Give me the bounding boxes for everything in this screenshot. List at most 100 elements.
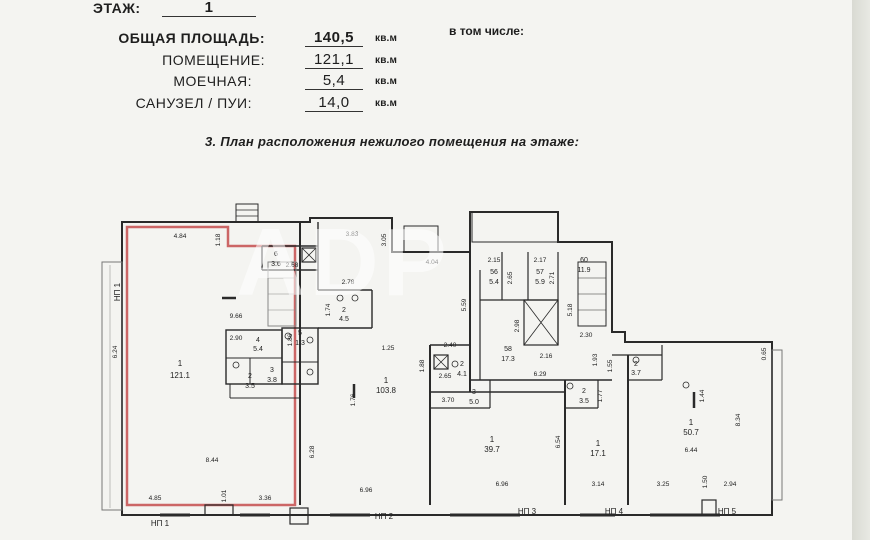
room-14-id: 2 bbox=[582, 388, 586, 395]
room-9-id: 5 bbox=[298, 330, 302, 337]
room-3-id: 1 bbox=[490, 435, 495, 444]
dimension-label: 1.50 bbox=[702, 475, 709, 488]
dimension-label: 6.24 bbox=[112, 345, 119, 358]
dimension-label: 2.16 bbox=[540, 353, 553, 360]
room-16-area: 5.4 bbox=[489, 279, 499, 286]
dimension-label: 1.25 bbox=[382, 345, 395, 352]
wc-area-value: 14,0 bbox=[318, 94, 350, 111]
room-5-area: 50.7 bbox=[683, 428, 699, 437]
zone-label-np1-side: НП 1 bbox=[113, 282, 122, 301]
plan-walls bbox=[101, 203, 783, 525]
room-18-area: 17.3 bbox=[501, 356, 515, 363]
dimension-label: 1.01 bbox=[221, 489, 228, 502]
dimension-label: 3.83 bbox=[346, 231, 359, 238]
room-19-area: 11.9 bbox=[577, 267, 590, 274]
room-16-id: 56 bbox=[490, 269, 498, 276]
room-17-area: 5.9 bbox=[535, 279, 545, 286]
page-edge bbox=[852, 0, 870, 540]
dimension-label: 2.30 bbox=[580, 332, 593, 339]
dimension-label: 3.70 bbox=[442, 397, 455, 404]
dimension-label: 0.65 bbox=[761, 347, 768, 360]
room-10-id: 6 bbox=[274, 251, 278, 258]
dimension-label: 5.18 bbox=[567, 303, 574, 316]
room-15-id: 2 bbox=[634, 361, 638, 368]
zone-label-np3: НП 3 bbox=[518, 507, 537, 516]
dimension-label: 2.71 bbox=[549, 271, 556, 284]
dimension-label: 3.25 bbox=[657, 481, 670, 488]
room-12-area: 4.1 bbox=[457, 371, 467, 378]
dimension-label: 2.98 bbox=[514, 319, 521, 332]
room-2-area: 103.8 bbox=[376, 386, 397, 395]
wc-area-unit: кв.м bbox=[375, 98, 398, 109]
zone-label-np1: НП 1 bbox=[151, 519, 170, 528]
dimension-label: 1.44 bbox=[699, 389, 706, 402]
room-17-id: 57 bbox=[536, 269, 544, 276]
dimension-label: 1.74 bbox=[325, 303, 332, 316]
dimension-label: 1.86 bbox=[287, 333, 294, 346]
room-5-id: 1 bbox=[689, 418, 694, 427]
premises-area-unit: кв.м bbox=[375, 55, 398, 66]
dimension-label: 2.78 bbox=[342, 279, 355, 286]
room-9-area: 1.3 bbox=[295, 340, 305, 347]
room-1-area: 121.1 bbox=[170, 371, 191, 380]
including-label: в том числе: bbox=[449, 24, 524, 38]
room-13-area: 5.0 bbox=[469, 399, 479, 406]
room-3-area: 39.7 bbox=[484, 445, 500, 454]
washroom-area-label: МОЕЧНАЯ: bbox=[173, 73, 252, 89]
dimension-label: 2.65 bbox=[507, 271, 514, 284]
total-area-value: 140,5 bbox=[313, 29, 355, 46]
room-6-area: 3.5 bbox=[245, 383, 255, 390]
room-4-id: 1 bbox=[596, 439, 601, 448]
premises-area-label: ПОМЕЩЕНИЕ: bbox=[162, 52, 265, 68]
washroom-area-underline bbox=[305, 89, 363, 90]
room-19-id: 60 bbox=[580, 257, 588, 264]
room-13-id: 3 bbox=[472, 389, 476, 396]
washroom-area-unit: кв.м bbox=[375, 76, 398, 87]
dimension-label: 6.29 bbox=[534, 371, 547, 378]
room-1-id: 1 bbox=[178, 359, 183, 368]
dimension-label: 6.96 bbox=[496, 481, 509, 488]
dimension-label: 3.14 bbox=[592, 481, 605, 488]
dimension-label: 2.65 bbox=[439, 373, 452, 380]
room-11-id: 2 bbox=[342, 307, 346, 314]
room-15-area: 3.7 bbox=[631, 370, 641, 377]
dimension-label: 4.84 bbox=[174, 233, 187, 240]
room-7-area: 3.8 bbox=[267, 377, 277, 384]
dimension-label: 1.93 bbox=[592, 353, 599, 366]
dimension-label: 9.66 bbox=[230, 313, 243, 320]
room-6-id: 2 bbox=[248, 373, 252, 380]
dimension-label: 2.40 bbox=[444, 342, 457, 349]
room-7-id: 3 bbox=[270, 367, 274, 374]
room-2-id: 1 bbox=[384, 376, 389, 385]
dimension-label: 8.34 bbox=[735, 413, 742, 426]
dimension-label: 6.44 bbox=[685, 447, 698, 454]
floor-value: 1 bbox=[204, 0, 214, 16]
room-12-id: 2 bbox=[460, 361, 464, 368]
dimension-label: 2.90 bbox=[230, 335, 243, 342]
room-8-area: 5.4 bbox=[253, 346, 263, 353]
dimension-label: 6.54 bbox=[555, 435, 562, 448]
dimension-label: 1.18 bbox=[215, 233, 222, 246]
dimension-label: 6.96 bbox=[360, 487, 373, 494]
premises-area-value: 121,1 bbox=[313, 51, 355, 68]
washroom-area-value: 5,4 bbox=[322, 72, 346, 89]
dimension-label: 1.76 bbox=[350, 393, 357, 406]
room-10-area: 3.6 bbox=[271, 261, 281, 268]
floor-underline bbox=[162, 16, 256, 17]
dimension-label: 8.44 bbox=[206, 457, 219, 464]
dimension-label: 2.15 bbox=[488, 257, 501, 264]
floor-label: ЭТАЖ: bbox=[93, 0, 141, 16]
dimension-label: 3.05 bbox=[381, 233, 388, 246]
dimension-label: 4.85 bbox=[149, 495, 162, 502]
wc-area-label: САНУЗЕЛ / ПУИ: bbox=[135, 95, 252, 111]
room-8-id: 4 bbox=[256, 337, 260, 344]
room-4-area: 17.1 bbox=[590, 449, 606, 458]
dimension-label: 4.04 bbox=[426, 259, 439, 266]
section-title: 3. План расположения нежилого помещения … bbox=[205, 134, 580, 149]
dimension-label: 2.17 bbox=[534, 257, 547, 264]
dimension-label: 2.94 bbox=[724, 481, 737, 488]
total-area-underline bbox=[305, 46, 363, 47]
dimension-label: 5.59 bbox=[461, 298, 468, 311]
room-18-id: 58 bbox=[504, 346, 512, 353]
